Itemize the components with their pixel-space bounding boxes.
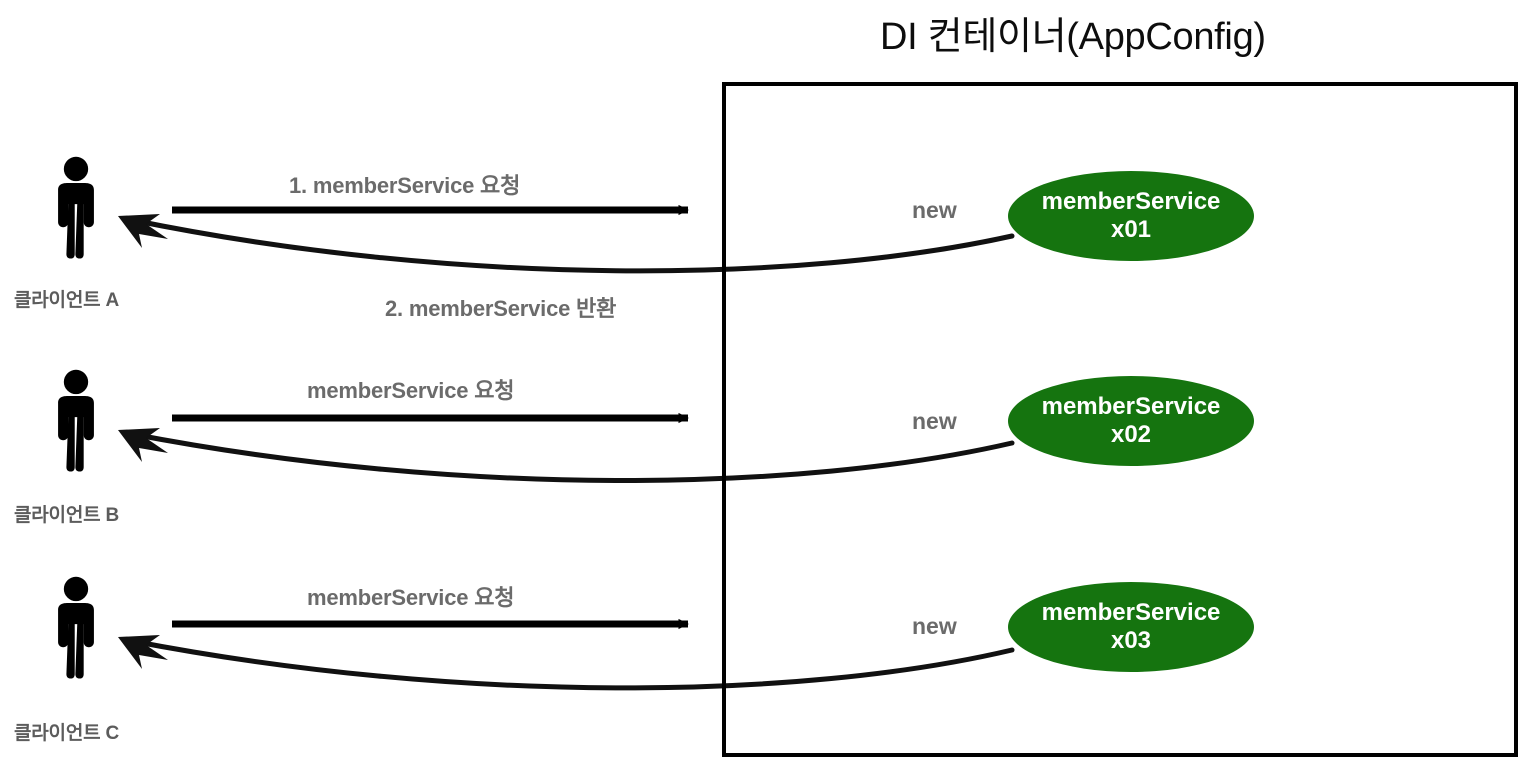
new-label-1: new — [912, 197, 957, 223]
client-b-label: 클라이언트 B — [14, 505, 120, 526]
di-container-title: DI 컨테이너(AppConfig) — [880, 16, 1266, 58]
client-c-label: 클라이언트 C — [14, 723, 120, 744]
client-a-label: 클라이언트 A — [14, 290, 120, 311]
bean-instance: x01 — [1110, 216, 1152, 243]
client-b-person-icon — [58, 369, 94, 472]
client-a-person-icon — [58, 156, 94, 259]
client-c-person-icon — [58, 576, 94, 679]
request-arrow-1-label: 1. memberService 요청 — [289, 173, 521, 198]
return-arrow-1-label: 2. memberService 반환 — [385, 296, 617, 321]
request-arrow-2-label: memberService 요청 — [307, 378, 515, 403]
bean-name: memberService — [1041, 598, 1221, 626]
bean-node-memberservice-x01: memberService x01 — [1008, 171, 1254, 261]
bean-instance: x02 — [1110, 421, 1152, 448]
bean-node-memberservice-x02: memberService x02 — [1008, 376, 1254, 466]
bean-instance: x03 — [1110, 627, 1152, 654]
request-arrow-3-label: memberService 요청 — [307, 585, 515, 610]
bean-name: memberService — [1041, 392, 1221, 420]
new-label-2: new — [912, 408, 957, 434]
new-label-3: new — [912, 613, 957, 639]
bean-node-memberservice-x03: memberService x03 — [1008, 582, 1254, 672]
bean-name: memberService — [1041, 187, 1221, 215]
di-container-box — [722, 82, 1518, 757]
